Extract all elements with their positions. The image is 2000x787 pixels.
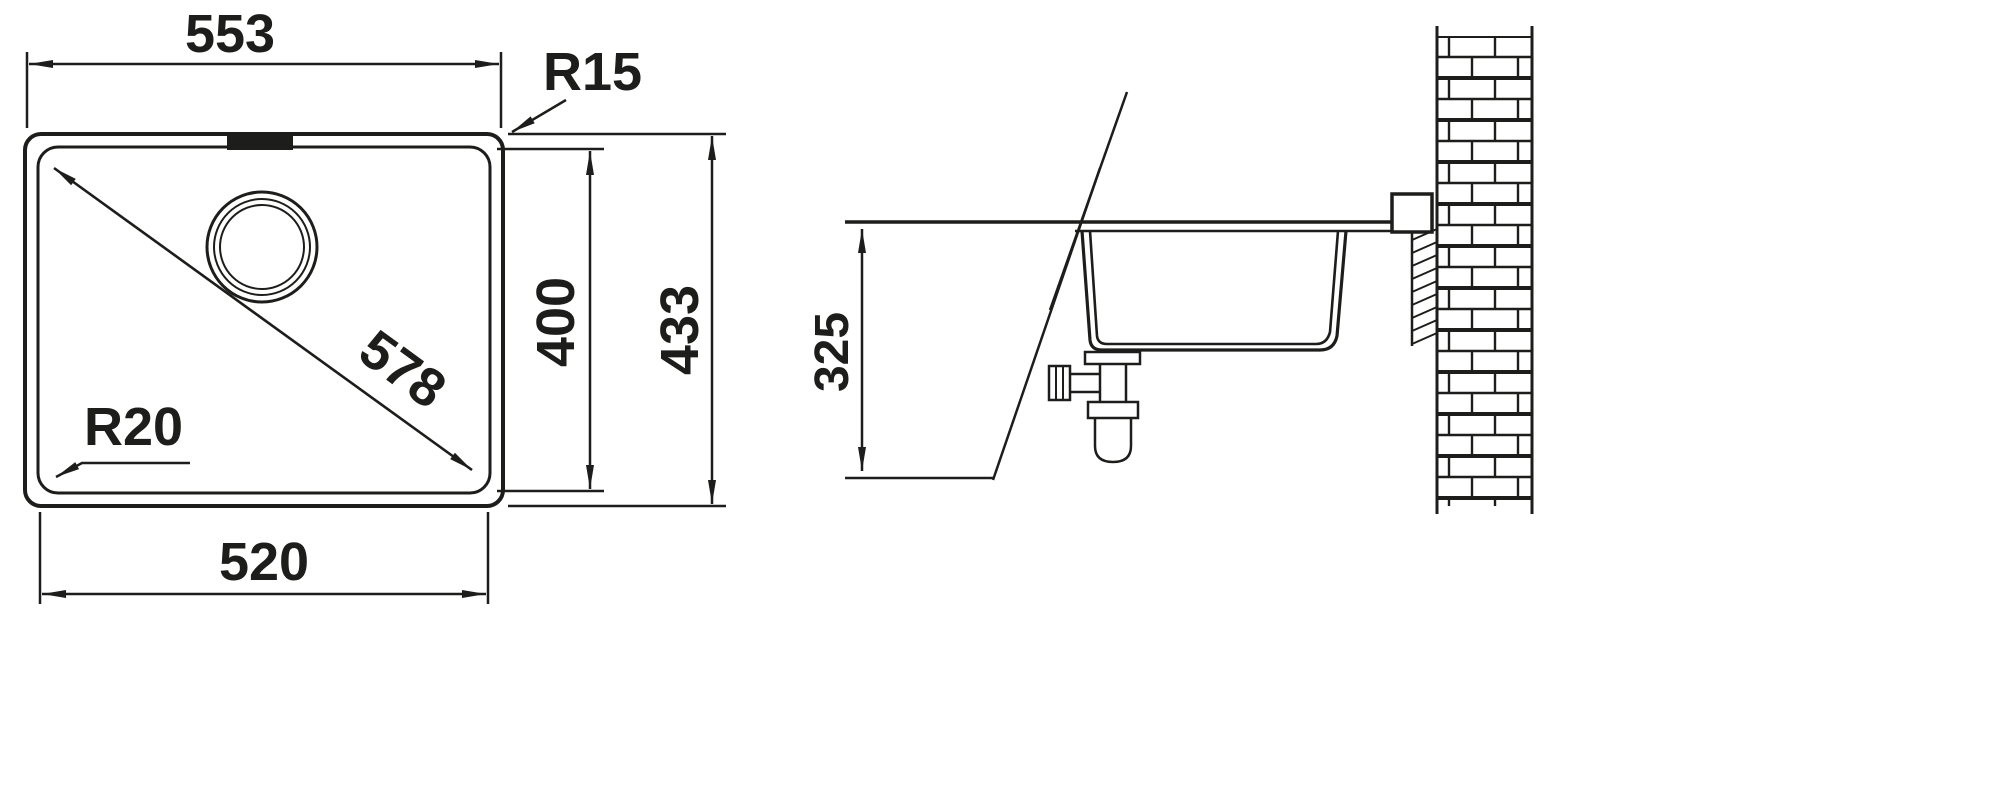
wall-brick-hatch [1435, 26, 1534, 514]
dim-height-outer: 433 [508, 132, 726, 508]
dim-diagonal-label: 578 [348, 319, 456, 421]
dim-width-inner-label: 520 [219, 532, 309, 592]
diagonal-dimension-line [53, 166, 473, 472]
dim-height-outer-label: 433 [650, 285, 710, 375]
break-lines [991, 91, 1129, 481]
radius-inner: R20 [55, 397, 190, 479]
sink-top-view: 578 553 R15 400 433 [23, 4, 726, 604]
mounting-bracket [1390, 192, 1438, 346]
dim-install-depth: 325 [806, 229, 993, 480]
drain-trap-assembly [1047, 350, 1142, 464]
dim-width-outer-label: 553 [185, 4, 275, 64]
radius-inner-label: R20 [84, 397, 183, 457]
sink-side-view: 325 [806, 26, 1534, 514]
radius-outer: R15 [511, 42, 642, 134]
drain-circle [205, 190, 319, 304]
dim-install-depth-label: 325 [806, 312, 859, 392]
sink-outer-outline [23, 132, 505, 508]
radius-outer-label: R15 [543, 42, 642, 102]
dim-height-inner: 400 [497, 147, 604, 493]
bowl-section [1080, 230, 1348, 352]
tap-hole-marker [227, 136, 293, 150]
dim-width-outer: 553 [25, 4, 503, 128]
dim-height-inner-label: 400 [526, 277, 586, 367]
dim-width-inner: 520 [38, 512, 490, 604]
